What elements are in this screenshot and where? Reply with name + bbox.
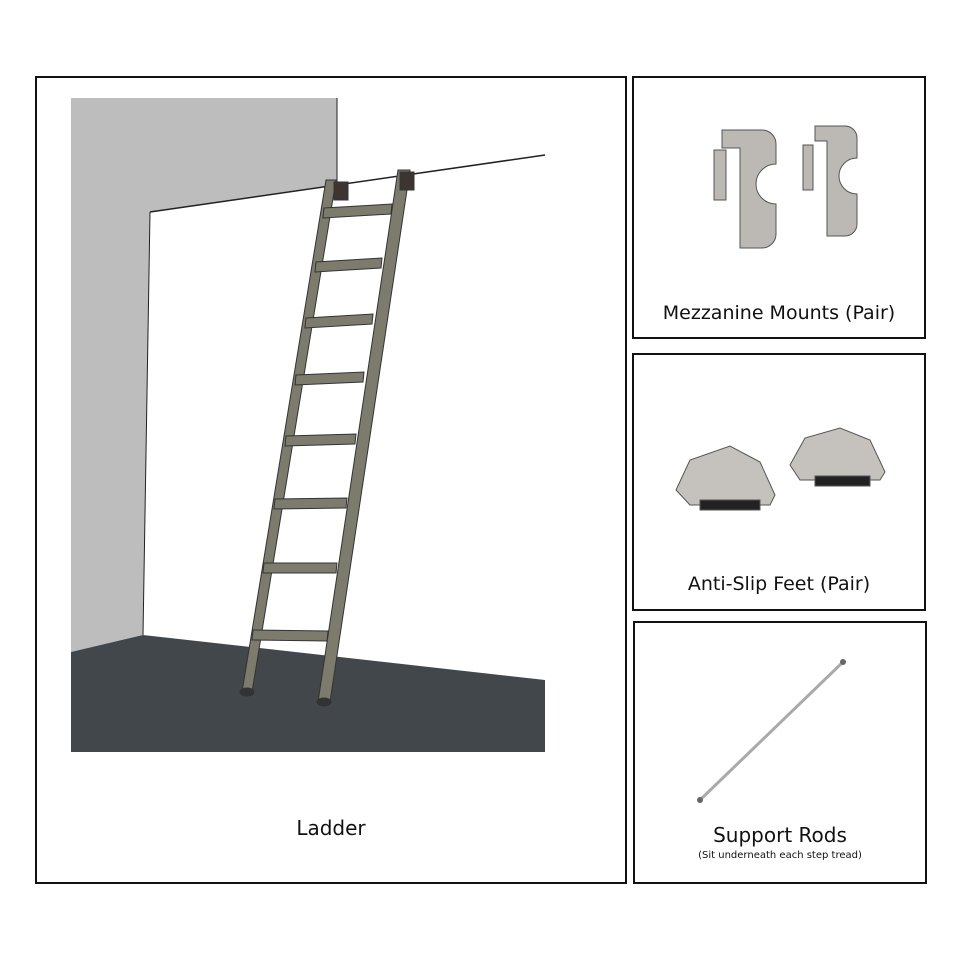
mezzanine-mounts-image: [713, 125, 858, 249]
feet-caption: Anti-Slip Feet (Pair): [687, 573, 871, 595]
mounts-panel: Mezzanine Mounts (Pair): [632, 76, 926, 339]
anti-slip-feet-image: [675, 427, 886, 511]
rods-panel: Support Rods (Sit underneath each step t…: [633, 621, 927, 884]
ladder-icon: [239, 169, 415, 707]
rods-caption: Support Rods: [713, 823, 847, 847]
mounts-caption: Mezzanine Mounts (Pair): [662, 302, 896, 324]
support-rod-image: [697, 659, 846, 803]
rods-note: (Sit underneath each step tread): [698, 850, 862, 861]
ladder-caption: Ladder: [296, 816, 366, 840]
ladder-scene-image: [71, 98, 546, 752]
